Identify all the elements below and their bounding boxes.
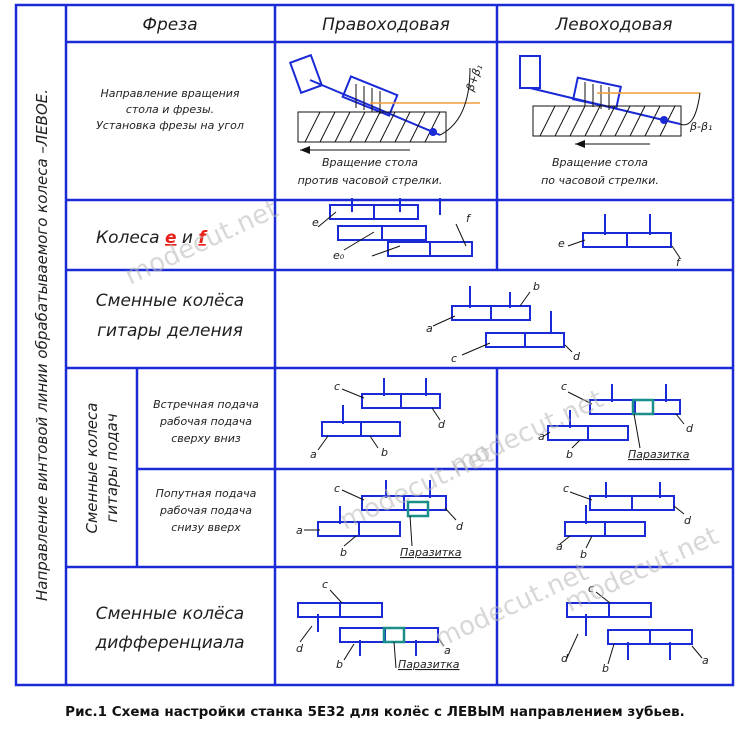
row2-label: Колеса e и f — [96, 228, 208, 248]
row4-label-line2: рабочая подача — [159, 415, 252, 428]
climb-left-d: d — [686, 422, 694, 435]
climb-right-a: a — [310, 448, 317, 461]
differential-right-d: d — [296, 642, 304, 655]
left-gear-f: f — [676, 256, 682, 269]
index-gear-a: a — [426, 322, 433, 335]
figure-caption: Рис.1 Схема настройки станка 5Е32 для ко… — [65, 704, 685, 720]
row2-label-f: f — [198, 228, 208, 248]
conventional-right-d: d — [456, 520, 464, 533]
feed-label-line1: Сменные колеса — [83, 403, 101, 534]
differential-right-idler-label: Паразитка — [398, 658, 460, 671]
setup-diagram: Направление винтовой линии обрабатываемо… — [14, 3, 735, 687]
differential-right-c: c — [322, 578, 328, 591]
right-gear-e: e — [312, 216, 319, 229]
left-rotation-caption-line2: по часовой стрелки. — [541, 174, 659, 187]
climb-left-idler-label: Паразитка — [628, 448, 690, 461]
left-gear-e: e — [558, 237, 565, 250]
conventional-right-b: b — [340, 546, 347, 559]
row1-label-line1: Направление вращения — [100, 87, 239, 100]
differential-left-gears — [566, 602, 693, 660]
row6-label-line1: Сменные колёса — [96, 604, 244, 624]
row2-label-and: и — [177, 228, 199, 248]
left-rotation-caption-line1: Вращение стола — [552, 156, 648, 169]
conventional-right-idler-label: Паразитка — [400, 546, 462, 559]
table-frame — [14, 3, 735, 687]
side-label: Направление винтовой линии обрабатываемо… — [33, 89, 51, 601]
conventional-left-d: d — [684, 514, 692, 527]
climb-left-a: a — [538, 430, 545, 443]
row1-label-line2: стола и фрезы. — [126, 103, 214, 116]
climb-left-c: c — [561, 380, 567, 393]
index-gears-sketch — [451, 286, 565, 348]
row1-label-line3: Установка фрезы на угол — [96, 119, 244, 132]
conventional-feed-left-gears — [564, 482, 675, 537]
header-cutter: Фреза — [142, 15, 197, 35]
row5-label-line2: рабочая подача — [159, 504, 252, 517]
left-angle-label: β-β₁ — [689, 120, 712, 133]
climb-left-idler — [631, 398, 655, 416]
conventional-left-a: a — [556, 540, 563, 553]
right-gear-e0: e₀ — [333, 249, 345, 262]
row3-label-line1: Сменные колёса — [96, 291, 244, 311]
index-gear-d: d — [573, 350, 581, 363]
differential-right-a: a — [444, 644, 451, 657]
right-hand-cutter-sketch — [288, 53, 480, 154]
row3-label-line2: гитары деления — [97, 321, 243, 341]
row6-label-line2: дифференциала — [94, 633, 244, 653]
climb-right-b: b — [381, 446, 388, 459]
climb-right-d: d — [438, 418, 446, 431]
index-gear-b: b — [533, 280, 540, 293]
feed-label-line2: гитары подач — [103, 413, 121, 522]
row2-label-prefix: Колеса — [96, 228, 165, 248]
right-angle-label: β+β₁ — [463, 63, 485, 94]
differential-right-b: b — [336, 658, 343, 671]
row4-label-line3: сверху вниз — [171, 432, 241, 445]
differential-right-idler — [382, 626, 406, 644]
left-hand-ef-gears — [582, 214, 672, 248]
differential-left-a: a — [702, 654, 709, 667]
climb-left-b: b — [566, 448, 573, 461]
conventional-feed-right-gears — [317, 480, 447, 537]
differential-right-gears — [297, 602, 439, 656]
right-hand-ef-gears — [329, 198, 473, 257]
header-left-hand: Левоходовая — [555, 15, 673, 35]
index-gear-c: c — [451, 352, 457, 365]
right-gear-f: f — [466, 212, 472, 225]
conventional-right-c: c — [334, 482, 340, 495]
right-rotation-caption-line1: Вращение стола — [322, 156, 418, 169]
header-right-hand: Правоходовая — [322, 15, 450, 35]
row2-label-e: e — [165, 228, 177, 248]
watermark-3: modecut.net — [335, 439, 498, 536]
right-rotation-caption-line2: против часовой стрелки. — [298, 174, 443, 187]
climb-right-c: c — [334, 380, 340, 393]
differential-left-b: b — [602, 662, 609, 675]
differential-left-c: c — [588, 582, 594, 595]
conventional-right-a: a — [296, 524, 303, 537]
differential-left-d: d — [561, 652, 569, 665]
row5-label-line3: снизу вверх — [171, 521, 241, 534]
row5-label-line1: Попутная подача — [156, 487, 257, 500]
climb-feed-right-gears — [321, 378, 441, 437]
row4-label-line1: Встречная подача — [153, 398, 259, 411]
conventional-left-c: c — [563, 482, 569, 495]
left-hand-cutter-sketch — [519, 55, 701, 148]
conventional-left-b: b — [580, 548, 587, 561]
conventional-right-idler — [406, 500, 430, 518]
